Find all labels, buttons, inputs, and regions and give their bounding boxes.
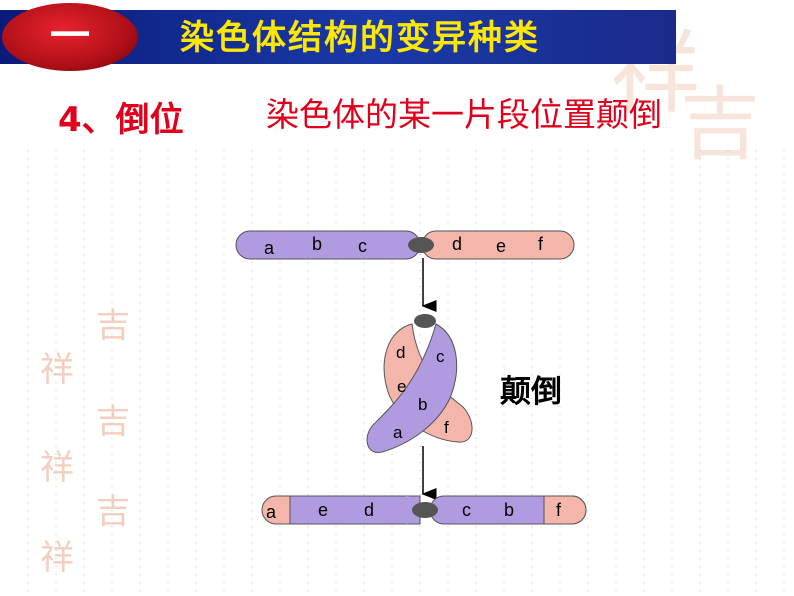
section-label: 4、倒位 <box>58 100 184 140</box>
centromere <box>408 237 434 253</box>
inverted-chromosome: a e d c b f <box>261 495 587 525</box>
gene-label: c <box>436 347 445 366</box>
inversion-label: 颠倒 <box>500 374 562 410</box>
original-chromosome: a b c d e f <box>235 230 575 260</box>
gene-label: f <box>538 234 544 254</box>
decorative-seal-icon: 吉 <box>96 306 130 346</box>
decorative-seal-icon: 吉 <box>96 402 130 442</box>
decorative-seal-icon: 祥 <box>40 448 74 488</box>
gene-label: f <box>444 418 449 437</box>
centromere <box>412 502 438 518</box>
gene-label: d <box>396 343 405 362</box>
inverted-segment <box>289 495 421 525</box>
gene-label: b <box>418 395 427 414</box>
header-number-badge <box>2 3 138 71</box>
looped-chromosome: d e c b a f <box>366 314 473 453</box>
decorative-seal-icon: 祥 <box>40 538 74 578</box>
section-description: 染色体的某一片段位置颠倒 <box>266 95 662 134</box>
gene-label: e <box>496 236 506 256</box>
gene-label: e <box>318 500 328 520</box>
header-number: 一 <box>50 13 90 59</box>
gene-label: e <box>397 377 406 396</box>
gene-label: f <box>556 500 562 520</box>
gene-label: c <box>462 500 471 520</box>
decorative-seal-icon: 吉 <box>680 78 760 171</box>
gene-label: b <box>312 234 322 254</box>
decorative-seal-icon: 吉 <box>96 492 130 532</box>
tail-segment <box>543 495 587 525</box>
gene-label: c <box>358 236 367 256</box>
centromere <box>414 314 436 328</box>
header-title: 染色体结构的变异种类 <box>180 18 540 58</box>
gene-label: a <box>266 502 277 522</box>
gene-label: d <box>364 500 374 520</box>
loop-purple-strand <box>366 323 458 453</box>
gene-label: d <box>452 234 462 254</box>
gene-label: a <box>264 238 275 258</box>
gene-label: a <box>393 423 403 442</box>
gene-label: b <box>504 500 514 520</box>
decorative-seal-icon: 祥 <box>40 350 74 390</box>
